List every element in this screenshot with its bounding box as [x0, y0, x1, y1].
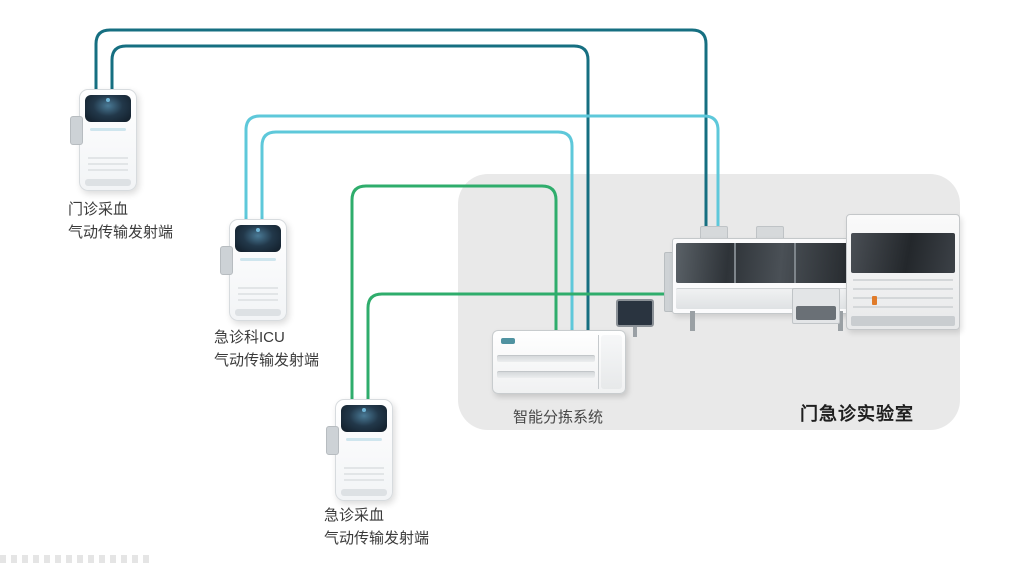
- tube-sender3-to-lab: [366, 292, 694, 412]
- device-vents: [238, 287, 278, 305]
- device-screen: [85, 95, 131, 122]
- camera-icon: [106, 98, 110, 102]
- cabinet-drawers: [853, 279, 953, 309]
- tube-sender2-to-lab: [244, 114, 720, 232]
- tube-sender2-to-sorter: [260, 130, 574, 337]
- label-sender3: 急诊采血 气动传输发射端: [324, 504, 429, 550]
- pneumatic-sender-device-1: [70, 89, 137, 191]
- label-sender1: 门诊采血 气动传输发射端: [68, 198, 173, 244]
- cabinet-orange-handle: [872, 296, 877, 305]
- device-base: [85, 179, 131, 186]
- glass-divider: [734, 243, 736, 283]
- analyzer-glass-cover: [676, 243, 850, 283]
- label-sender2: 急诊科ICU 气动传输发射端: [214, 326, 319, 372]
- pneumatic-sender-device-2: [220, 219, 287, 321]
- device-slot: [240, 258, 276, 261]
- monitor-stand: [633, 327, 637, 337]
- tube-sender3-to-sorter: [350, 184, 558, 412]
- analyzer-main-unit: [672, 238, 854, 314]
- sorter-divider: [598, 335, 599, 389]
- pneumatic-sender-device-3: [326, 399, 393, 501]
- cabinet-dark-window: [851, 233, 955, 273]
- sorter-logo: [501, 338, 515, 344]
- device-slot: [90, 128, 126, 131]
- device-screen: [341, 405, 387, 432]
- watermark-remnant: [0, 555, 150, 563]
- label-sender3-line2: 气动传输发射端: [324, 530, 430, 547]
- label-sender1-line2: 气动传输发射端: [68, 224, 174, 241]
- cart-front-panel: [796, 306, 836, 320]
- cabinet-base: [851, 316, 955, 326]
- analyzer-cart: [792, 288, 840, 324]
- analyzer-right-cabinet: [846, 214, 960, 330]
- sorter-monitor: [616, 299, 654, 337]
- label-sorting-system: 智能分拣系统: [512, 409, 603, 426]
- analyzer-leg: [838, 311, 843, 331]
- tube-port: [220, 246, 233, 275]
- device-vents: [88, 157, 128, 175]
- monitor-screen: [616, 299, 654, 327]
- device-vents: [344, 467, 384, 485]
- tube-sender1-to-sorter: [110, 44, 590, 337]
- label-sender2-line2: 气动传输发射端: [214, 352, 320, 369]
- device-screen: [235, 225, 281, 252]
- label-sender2-line1: 急诊科ICU: [214, 329, 285, 346]
- tube-sender1-to-lab: [94, 28, 708, 232]
- sorting-system-machine: [492, 330, 626, 394]
- device-base: [235, 309, 281, 316]
- tube-port: [326, 426, 339, 455]
- glass-divider: [794, 243, 796, 283]
- label-sender3-line1: 急诊采血: [324, 507, 385, 524]
- label-sender1-line1: 门诊采血: [68, 201, 129, 218]
- sorter-drawer-slot: [497, 371, 595, 378]
- device-slot: [346, 438, 382, 441]
- analyzer-leg: [690, 311, 695, 331]
- tube-port: [70, 116, 83, 145]
- device-base: [341, 489, 387, 496]
- camera-icon: [362, 408, 366, 412]
- camera-icon: [256, 228, 260, 232]
- sorter-side-panel: [601, 335, 622, 389]
- label-laboratory: 门急诊实验室: [800, 404, 914, 424]
- sorter-drawer-slot: [497, 355, 595, 362]
